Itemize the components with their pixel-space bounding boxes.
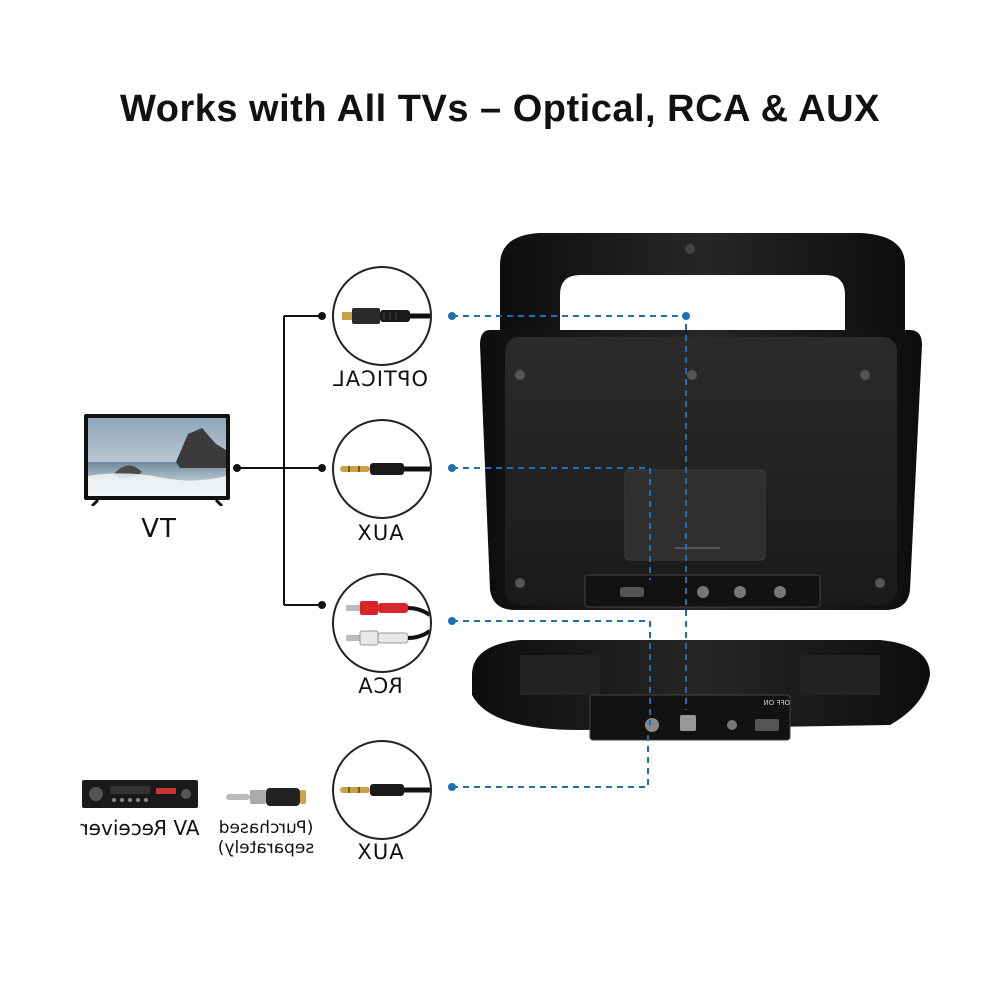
transmitter-device: OFF ON — [472, 233, 930, 741]
aux-top-label: AUX — [356, 521, 404, 545]
rca-label: RCA — [357, 674, 403, 698]
adapter-icon — [226, 784, 306, 810]
rca-plug-icon — [332, 573, 432, 673]
base-off-text: OFF ON — [763, 699, 790, 707]
page-title: Works with All TVs – Optical, RCA & AUX — [120, 88, 880, 130]
tv-icon — [84, 414, 232, 508]
aux-plug-icon — [332, 419, 432, 519]
optical-plug-icon — [332, 266, 432, 366]
adapter-note-line1: (Purchased — [218, 818, 314, 838]
aux-plug-icon — [332, 740, 432, 840]
optical-label: OPTICAL — [332, 367, 428, 391]
av-receiver-icon — [82, 780, 198, 810]
adapter-note-line2: separately) — [217, 838, 315, 858]
